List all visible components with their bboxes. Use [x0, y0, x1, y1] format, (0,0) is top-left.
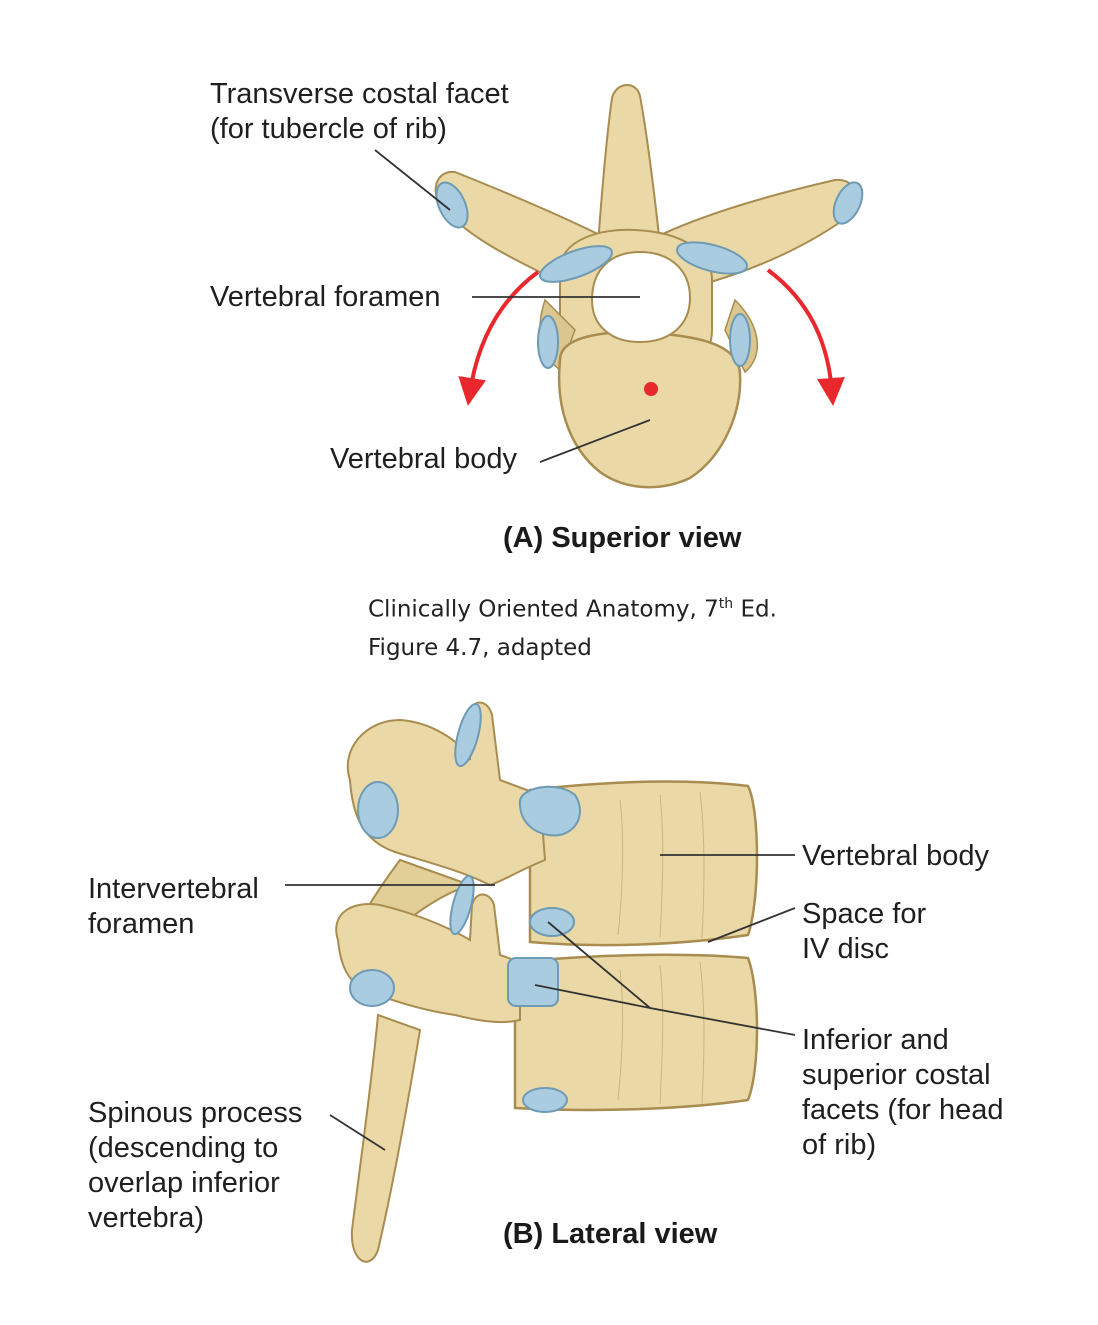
lateral-inferior-costal-facet [529, 907, 575, 937]
superior-articular-facet-left [539, 245, 613, 283]
label-transverse-facet-line1: Transverse costal facet [210, 78, 509, 110]
superior-vertebral-foramen [590, 250, 692, 344]
superior-spinous-process [596, 84, 662, 246]
label-vertebral-foramen: Vertebral foramen [210, 281, 441, 313]
costal-facet-right [729, 313, 751, 367]
lateral-transverse-facet-upper [357, 781, 399, 839]
label-ivf-line1: Intervertebral [88, 873, 259, 905]
superior-vertebral-body [557, 330, 742, 489]
rotation-arrow-right [766, 268, 845, 406]
lateral-superior-articular-facet [454, 702, 482, 768]
label-intervertebral-foramen: Intervertebral foramen [88, 872, 259, 942]
label-spinous-line4: vertebra) [88, 1202, 205, 1234]
lateral-transverse-facet-lower [349, 969, 395, 1007]
label-transverse-facet-line2: (for tubercle of rib) [210, 113, 447, 145]
label-disc-line1: Space for [802, 898, 927, 930]
leader-superior-body [539, 419, 651, 463]
source-credit: Clinically Oriented Anatomy, 7th Ed. Fig… [368, 585, 777, 667]
leader-spinous-process [329, 1114, 386, 1151]
transverse-costal-facet-left [435, 181, 469, 229]
leader-iv-disc [707, 907, 796, 943]
caption-lateral-view: (B) Lateral view [503, 1218, 718, 1250]
label-spinous-line2: (descending to [88, 1132, 279, 1164]
source-line2: Figure 4.7, adapted [368, 634, 592, 661]
lateral-upper-arch [346, 701, 547, 887]
label-facets-line2: superior costal [802, 1059, 991, 1091]
rotation-arrow-left [458, 270, 540, 406]
rotation-axis-dot [644, 382, 658, 396]
label-ivf-line2: foramen [88, 908, 195, 940]
lateral-superior-costal-facet-upper [518, 785, 581, 837]
caption-superior-view: (A) Superior view [503, 522, 742, 554]
lateral-view-drawing [335, 701, 759, 1263]
label-costal-facets: Inferior and superior costal facets (for… [802, 1023, 1004, 1163]
label-disc-line2: IV disc [802, 933, 890, 965]
label-facets-line1: Inferior and [802, 1024, 949, 1056]
lateral-upper-body [528, 780, 759, 947]
label-transverse-facet: Transverse costal facet (for tubercle of… [210, 77, 509, 147]
source-line1: Clinically Oriented Anatomy, 7th Ed. [368, 596, 777, 623]
label-facets-line3: facets (for head [802, 1094, 1004, 1126]
transverse-costal-facet-right [832, 181, 864, 225]
superior-articular-facet-right [676, 241, 748, 275]
lateral-inferior-articular-facet [449, 874, 475, 936]
lateral-superior-costal-facet-lower [507, 957, 559, 1007]
label-superior-vertebral-body: Vertebral body [330, 443, 518, 475]
costal-facet-left [537, 315, 559, 369]
superior-view-drawing [434, 84, 864, 489]
label-iv-disc: Space for IV disc [802, 897, 926, 967]
label-lateral-vertebral-body: Vertebral body [802, 840, 990, 872]
leader-costal-facets-lower [534, 984, 651, 1009]
label-spinous-process: Spinous process (descending to overlap i… [88, 1096, 302, 1236]
label-spinous-line1: Spinous process [88, 1097, 303, 1129]
lateral-inferior-facet-bottom [522, 1087, 568, 1113]
lateral-lower-spinous [350, 1013, 422, 1263]
label-facets-line4: of rib) [802, 1129, 877, 1161]
leader-transverse-facet [374, 149, 451, 211]
label-spinous-line3: overlap inferior [88, 1167, 280, 1199]
